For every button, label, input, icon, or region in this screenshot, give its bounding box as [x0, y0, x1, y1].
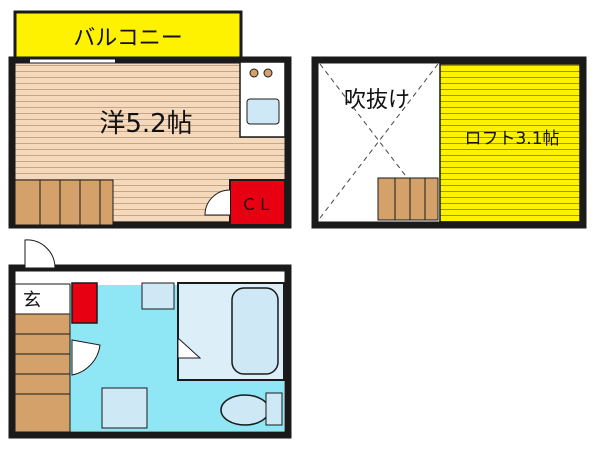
bathroom-door: [177, 336, 202, 359]
washing-machine: [101, 387, 148, 429]
closet: [229, 179, 286, 226]
toilet: [220, 394, 270, 426]
lower-staircase: [14, 313, 71, 433]
entrance-door: [24, 239, 56, 269]
upper-floor-unit: バルコニー 洋5.2帖 ＣＬ: [8, 10, 292, 229]
washbasin: [141, 282, 175, 310]
stove-burner-icon: [249, 68, 259, 78]
closet-label: ＣＬ: [241, 195, 273, 214]
balcony-label: バルコニー: [73, 26, 183, 51]
shoe-cabinet: [71, 282, 98, 324]
loft-unit: 吹抜け ロフト3.1帖: [311, 56, 587, 229]
loft-ladder: [377, 177, 439, 221]
balcony-area: [13, 10, 243, 62]
loft-area: [439, 63, 581, 223]
entrance: [14, 283, 71, 315]
western-room-label: 洋5.2帖: [99, 109, 192, 139]
staircase: [14, 179, 114, 226]
closet-door: [204, 189, 231, 216]
void-label: 吹抜け: [344, 88, 410, 113]
stove-burner-icon: [263, 68, 273, 78]
toilet-tank: [265, 392, 283, 426]
bathtub: [231, 287, 279, 375]
sink-icon: [246, 98, 280, 125]
inner-door: [71, 339, 101, 376]
lower-floor-unit: 玄: [8, 239, 292, 439]
entrance-label: 玄: [23, 290, 41, 311]
loft-label: ロフト3.1帖: [464, 129, 559, 149]
